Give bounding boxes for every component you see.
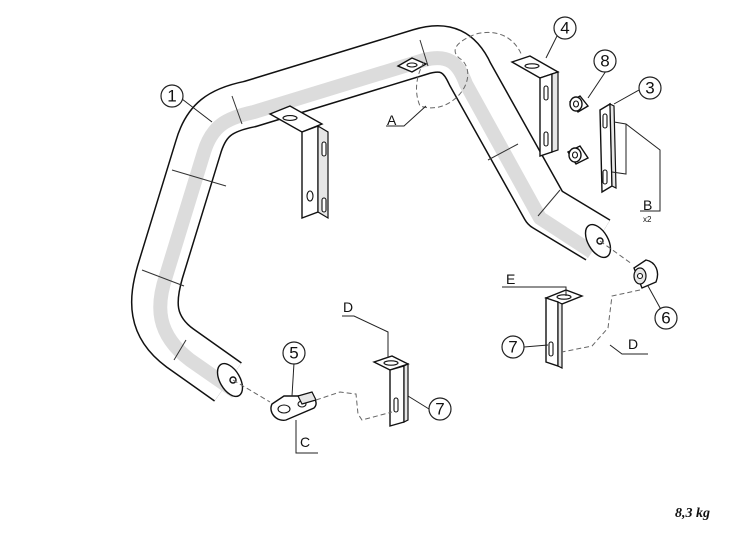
svg-text:7: 7: [435, 400, 444, 419]
label-a: A: [387, 112, 397, 128]
svg-text:6: 6: [661, 309, 670, 328]
label-c: C: [300, 434, 310, 450]
svg-text:1: 1: [167, 87, 176, 106]
label-e: E: [506, 271, 515, 287]
callout-4: 4: [553, 16, 577, 40]
svg-text:8: 8: [600, 52, 609, 71]
callout-7-left: 7: [428, 397, 452, 421]
bracket-part-4: [510, 55, 560, 157]
callout-8: 8: [593, 49, 617, 73]
callout-3: 3: [638, 76, 662, 100]
bracket-part-7-left: [372, 355, 410, 427]
callout-5: 5: [282, 341, 306, 365]
assembly-lines: [232, 32, 641, 421]
callout-6: 6: [654, 306, 678, 330]
clamp-part-6: [633, 259, 659, 289]
plate-part-3: [599, 102, 617, 194]
assembly-line-a: [416, 32, 523, 109]
tube-bracket: [268, 105, 329, 220]
callout-1: 1: [160, 84, 184, 108]
svg-text:3: 3: [645, 79, 654, 98]
svg-text:5: 5: [289, 344, 298, 363]
top-tab: [396, 57, 428, 73]
spacers-part-8: [566, 95, 590, 165]
tube-bar: [130, 25, 612, 402]
leader-lines: [181, 35, 665, 454]
bracket-part-7-right: [544, 289, 584, 369]
clamp-part-5: [270, 391, 317, 421]
svg-text:4: 4: [560, 19, 569, 38]
label-b: B: [643, 197, 652, 213]
label-d-right: D: [628, 336, 638, 352]
label-d-left: D: [343, 299, 353, 315]
svg-text:7: 7: [508, 338, 517, 357]
callout-7-right: 7: [501, 335, 525, 359]
label-b-quantity: x2: [643, 215, 652, 224]
weight-label: 8,3 kg: [675, 506, 710, 521]
